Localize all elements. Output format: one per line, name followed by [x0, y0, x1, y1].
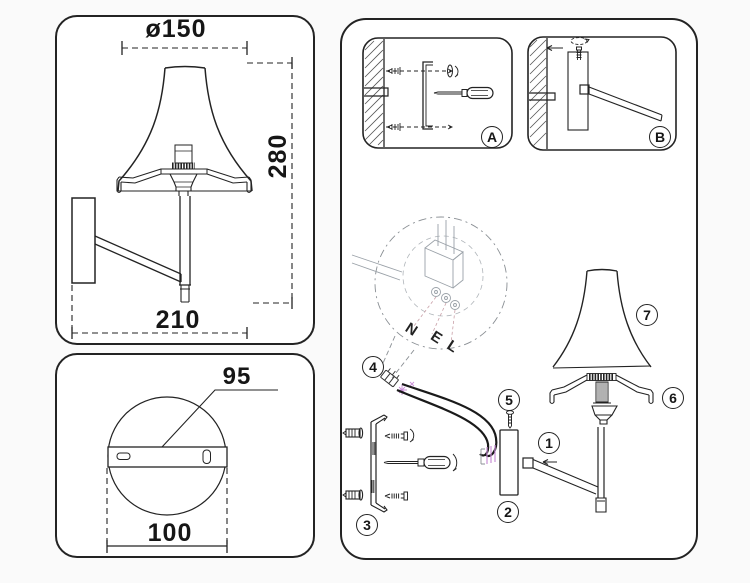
wall-anchor-icon [342, 489, 364, 501]
assembly-drawing [342, 36, 677, 513]
backplate-dimension-panel [55, 353, 315, 558]
terminal-leader-lines [413, 296, 456, 344]
screwdriver-icon [433, 86, 494, 100]
part-2-badge: 2 [497, 501, 519, 523]
top-screw-icon [570, 37, 590, 60]
wiring-detail-balloon [351, 216, 508, 379]
step-b-panel [527, 36, 677, 151]
threaded-collar [593, 381, 611, 404]
mounting-bar-drawing [107, 446, 228, 468]
shade-outline-drawing [117, 65, 253, 192]
wire-outlet-ledge [364, 87, 389, 97]
lamp-stem-drawing [179, 196, 191, 303]
terminal-block-sketch [351, 220, 464, 310]
mounting-bracket-drawing [342, 414, 458, 513]
socket-cup-drawing [169, 173, 198, 196]
wall-hatch [364, 40, 384, 146]
bracket-side-view [422, 61, 433, 130]
cover-plate-side-view [567, 51, 589, 131]
projection-dimension-label: 210 [155, 306, 201, 334]
part-4-badge: 4 [362, 356, 384, 378]
wire-end-ferrule [480, 448, 485, 465]
screw-axis-lines [386, 67, 454, 131]
wire-end-strands [486, 445, 496, 464]
width-dimension-line [106, 468, 228, 553]
step-a-badge: A [481, 126, 503, 148]
backplate-drawing [106, 389, 278, 553]
assembly-panel [340, 18, 698, 560]
part-7-badge: 7 [636, 304, 658, 326]
screwdriver-icon [383, 453, 458, 472]
screw-icon [384, 491, 408, 501]
wall-plate-drawing [71, 197, 96, 284]
wires [396, 382, 498, 458]
bracket-bar [370, 414, 388, 513]
step-a-panel [362, 37, 513, 149]
sparkle-accents [397, 381, 415, 395]
part-3-badge: 3 [356, 514, 378, 536]
arm-assembly-drawing [522, 405, 618, 513]
screw-icon [384, 428, 415, 443]
part-1-badge: 1 [538, 432, 560, 454]
screw-icon [447, 64, 459, 78]
front-dimension-panel [55, 15, 315, 345]
plate-width-dimension-label: 100 [147, 519, 193, 547]
wall-anchor-icon [342, 427, 364, 439]
diameter-dimension-line [121, 41, 248, 55]
bar-leader-line [161, 389, 278, 448]
shade-support-drawing [116, 168, 252, 194]
part-5-badge: 5 [498, 389, 520, 411]
push-left-arrow [546, 45, 563, 51]
lampshade-drawing [552, 268, 652, 369]
arm-side-view [579, 84, 663, 122]
wire-connector-drawing [380, 368, 498, 465]
wire-outlet-ledge [529, 92, 556, 101]
shade-support-drawing [549, 373, 654, 405]
socket-drawing [172, 144, 195, 170]
height-dimension-line [247, 57, 293, 309]
diameter-dimension-label: ø150 [145, 15, 207, 43]
step-b-badge: B [649, 126, 671, 148]
small-screw-icon [506, 410, 514, 429]
part-6-badge: 6 [662, 387, 684, 409]
bar-length-dimension-label: 95 [222, 363, 252, 390]
insert-left-arrow [542, 459, 557, 465]
projection-dimension-line [71, 285, 248, 339]
wall-lamp-front-drawing [71, 41, 293, 339]
height-dimension-label: 280 [264, 133, 292, 179]
cover-plate-drawing [499, 429, 519, 496]
lamp-arm-drawing [94, 235, 182, 283]
